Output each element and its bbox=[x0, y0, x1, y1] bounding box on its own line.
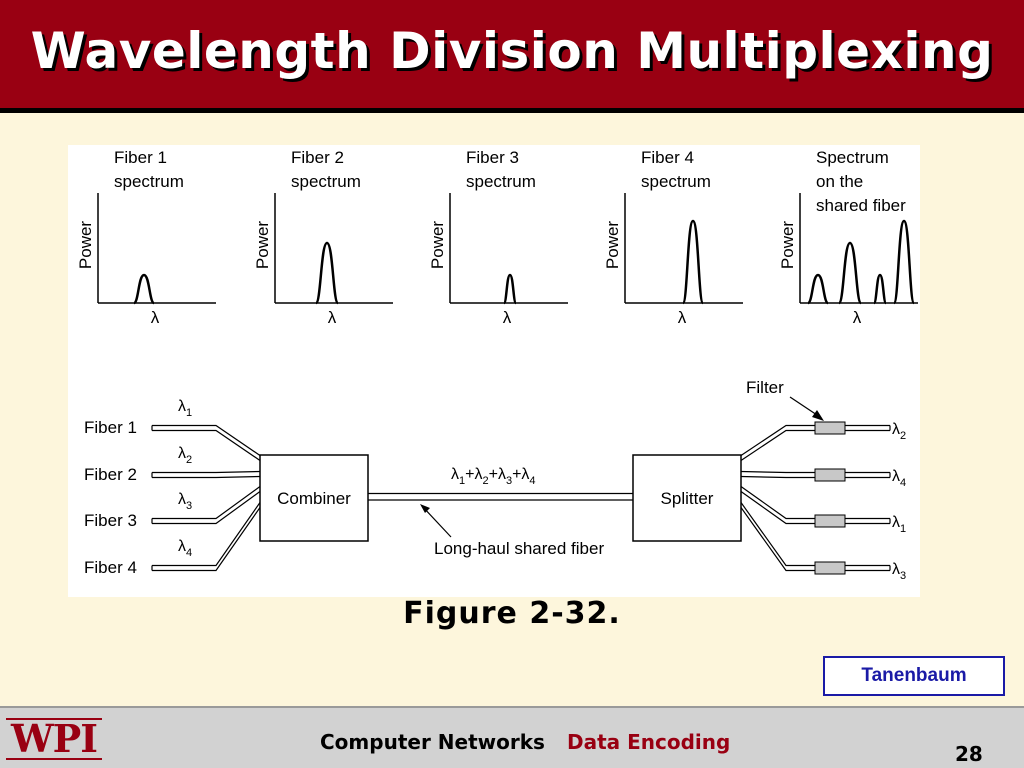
output-fiber-3: λ1 bbox=[740, 486, 906, 535]
spectrum-peak bbox=[502, 273, 518, 305]
spectrum-title-line: Fiber 2 bbox=[291, 148, 344, 167]
output-fiber-line bbox=[740, 502, 890, 572]
spectrum-title-line: Fiber 1 bbox=[114, 148, 167, 167]
output-fiber-line bbox=[740, 470, 890, 479]
filter-arrowhead bbox=[812, 410, 824, 421]
y-axis-label: Power bbox=[253, 221, 272, 270]
credit-box: Tanenbaum bbox=[823, 656, 1005, 696]
x-axis-label: λ bbox=[503, 308, 512, 327]
spectrum-title-line: Fiber 3 bbox=[466, 148, 519, 167]
spectrum-title-line: shared fiber bbox=[816, 196, 906, 215]
output-fiber-1: λ2 bbox=[740, 421, 906, 461]
combiner-label: Combiner bbox=[277, 489, 351, 508]
input-fiber-label: Fiber 1 bbox=[84, 418, 137, 437]
y-axis-label: Power bbox=[603, 221, 622, 270]
logo-text: WPI bbox=[10, 716, 98, 761]
wpi-logo: WPI bbox=[6, 712, 102, 766]
footer-course: Computer Networks bbox=[320, 730, 545, 754]
title-rule bbox=[0, 108, 1024, 113]
input-fiber-line bbox=[152, 486, 261, 525]
shared-fiber-arrowhead bbox=[420, 504, 430, 513]
output-fiber-4: λ3 bbox=[740, 502, 906, 582]
output-fiber-2: λ4 bbox=[740, 468, 906, 489]
output-fiber-line bbox=[740, 424, 890, 461]
filter-element bbox=[814, 514, 846, 528]
x-axis-label: λ bbox=[853, 308, 862, 327]
spectrum-title-line: on the bbox=[816, 172, 863, 191]
spectrum-peak bbox=[837, 241, 863, 305]
input-fiber-line bbox=[152, 424, 261, 461]
output-wavelength-label: λ1 bbox=[892, 514, 906, 535]
spectrum-title-line: Spectrum bbox=[816, 148, 889, 167]
input-wavelength-label: λ3 bbox=[178, 491, 192, 512]
x-axis-label: λ bbox=[328, 308, 337, 327]
output-wavelength-label: λ3 bbox=[892, 561, 906, 582]
y-axis-label: Power bbox=[778, 221, 797, 270]
y-axis-label: Power bbox=[76, 221, 95, 270]
spectrum-peak bbox=[872, 273, 888, 305]
input-wavelength-label: λ1 bbox=[178, 398, 192, 419]
output-fiber-line bbox=[740, 486, 890, 525]
spectrum-title-line: Fiber 4 bbox=[641, 148, 694, 167]
filter-element bbox=[814, 421, 846, 435]
figure-caption: Figure 2-32. bbox=[403, 596, 621, 631]
spectrum-peak bbox=[681, 219, 705, 305]
slide-title: Wavelength Division Multiplexing bbox=[30, 22, 994, 80]
splitter-label: Splitter bbox=[661, 489, 714, 508]
footer-topic: Data Encoding bbox=[567, 730, 731, 754]
filter-label: Filter bbox=[746, 378, 784, 397]
output-wavelength-label: λ2 bbox=[892, 421, 906, 442]
input-wavelength-label: λ2 bbox=[178, 445, 192, 466]
page-number: 28 bbox=[955, 742, 983, 766]
input-fiber-1: Fiber 1 λ1 bbox=[84, 398, 261, 461]
input-wavelength-label: λ4 bbox=[178, 538, 192, 559]
x-axis-label: λ bbox=[678, 308, 687, 327]
spectrum-peak bbox=[892, 219, 916, 305]
input-fiber-line bbox=[152, 470, 261, 479]
spectrum-peak bbox=[132, 273, 156, 305]
shared-fiber-label: Long-haul shared fiber bbox=[434, 539, 604, 558]
spectrum-peak bbox=[806, 273, 830, 305]
y-axis-label: Power bbox=[428, 221, 447, 270]
input-fiber-2: Fiber 2 λ2 bbox=[84, 445, 261, 484]
input-fiber-label: Fiber 4 bbox=[84, 558, 137, 577]
x-axis-label: λ bbox=[151, 308, 160, 327]
spectrum-peak bbox=[314, 241, 340, 305]
spectrum-title-line: spectrum bbox=[291, 172, 361, 191]
input-fiber-4: Fiber 4 λ4 bbox=[84, 502, 261, 577]
output-wavelength-label: λ4 bbox=[892, 468, 906, 489]
spectrum-title-line: spectrum bbox=[641, 172, 711, 191]
input-fiber-label: Fiber 3 bbox=[84, 511, 137, 530]
input-fiber-label: Fiber 2 bbox=[84, 465, 137, 484]
spectrum-title-line: spectrum bbox=[114, 172, 184, 191]
combiner-box bbox=[259, 454, 369, 542]
logo-rule-bottom bbox=[6, 758, 102, 760]
footer: WPI Computer Networks Data Encoding 28 bbox=[0, 706, 1024, 768]
spectrum-title-line: spectrum bbox=[466, 172, 536, 191]
filter-element bbox=[814, 561, 846, 575]
credit-text: Tanenbaum bbox=[861, 665, 967, 686]
title-bar bbox=[0, 0, 1024, 108]
splitter-box bbox=[632, 454, 742, 542]
shared-signal-label: λ1+λ2+λ3+λ4 bbox=[451, 466, 536, 487]
input-fiber-line bbox=[152, 502, 261, 572]
logo-rule-top bbox=[6, 718, 102, 720]
filter-element bbox=[814, 468, 846, 482]
input-fiber-3: Fiber 3 λ3 bbox=[84, 486, 261, 530]
